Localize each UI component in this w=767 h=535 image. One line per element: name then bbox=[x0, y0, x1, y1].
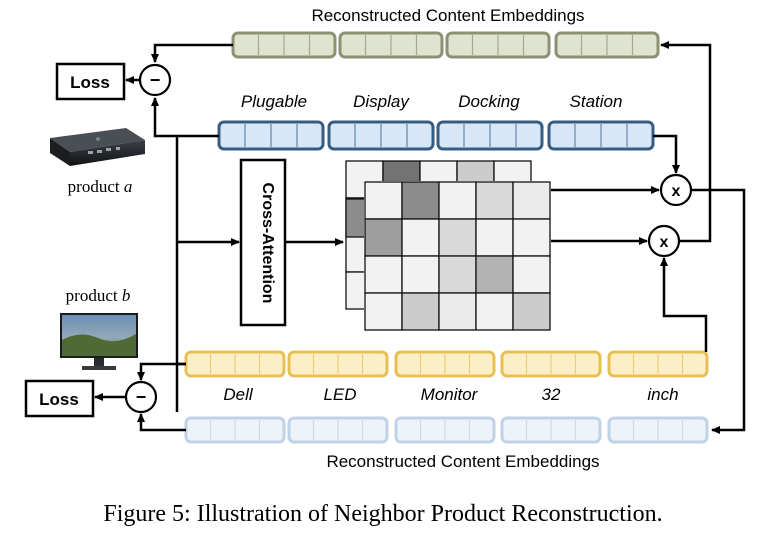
reconstructed-embedding-bottom bbox=[500, 416, 602, 444]
arrow-emb-b-to-multiply-bottom bbox=[660, 257, 708, 352]
top-heading: Reconstructed Content Embeddings bbox=[311, 6, 584, 25]
reconstructed-embedding-top bbox=[445, 31, 551, 59]
attention-cell bbox=[438, 218, 477, 257]
token-embedding-a bbox=[217, 120, 325, 151]
attention-matrix-front-sheet bbox=[364, 181, 551, 331]
reconstructed-embedding-top bbox=[231, 31, 337, 59]
times-symbol-bottom: x bbox=[660, 234, 669, 251]
token-embedding-b bbox=[607, 350, 709, 378]
minus-operator-bottom: − bbox=[124, 380, 158, 414]
arrow-multiply-bottom-to-recon-top bbox=[660, 41, 712, 243]
reconstructed-embedding-bottom bbox=[287, 416, 389, 444]
docking-station-image bbox=[50, 128, 145, 166]
attention-cell bbox=[364, 181, 403, 220]
token-label-a: Docking bbox=[458, 92, 520, 111]
loss-box-top: Loss bbox=[55, 62, 126, 101]
attention-cell bbox=[401, 181, 440, 220]
token-label-a: Station bbox=[570, 92, 623, 111]
product-a-token-labels: Plugable Display Docking Station bbox=[241, 92, 623, 111]
token-label-a: Plugable bbox=[241, 92, 307, 111]
attention-cell bbox=[512, 181, 551, 220]
token-label-b: inch bbox=[647, 385, 678, 404]
reconstructed-embedding-top bbox=[554, 31, 660, 59]
token-embedding-b bbox=[184, 350, 286, 378]
attention-cell bbox=[364, 292, 403, 331]
token-embedding-a bbox=[327, 120, 435, 151]
token-label-a: Display bbox=[353, 92, 410, 111]
attention-cell bbox=[512, 218, 551, 257]
attention-cell bbox=[438, 181, 477, 220]
reconstructed-embedding-bottom bbox=[394, 416, 496, 444]
attention-cell bbox=[438, 255, 477, 294]
attention-cell bbox=[512, 255, 551, 294]
attention-cell bbox=[475, 181, 514, 220]
attention-cell bbox=[438, 292, 477, 331]
reconstructed-embedding-top bbox=[338, 31, 444, 59]
loss-label-top: Loss bbox=[70, 73, 110, 92]
token-embedding-b bbox=[500, 350, 602, 378]
product-b-token-labels: Dell LED Monitor 32 inch bbox=[223, 385, 678, 404]
arrow-recon-top-to-minus bbox=[151, 43, 233, 63]
token-label-b: Monitor bbox=[421, 385, 479, 404]
attention-cell bbox=[401, 292, 440, 331]
arrow-emb-a-to-multiply-top bbox=[653, 134, 680, 174]
attention-cell bbox=[512, 292, 551, 331]
reconstructed-embedding-bottom bbox=[607, 416, 709, 444]
minus-operator-top: − bbox=[138, 63, 172, 97]
figure-caption: Figure 5: Illustration of Neighbor Produ… bbox=[103, 501, 662, 527]
attention-cell-back bbox=[345, 198, 367, 238]
token-embedding-a bbox=[436, 120, 544, 151]
arrow-recon-bottom-to-minus bbox=[137, 413, 186, 432]
product-a-token-embeddings bbox=[217, 120, 655, 151]
product-a-label: product a bbox=[68, 177, 133, 196]
token-label-b: 32 bbox=[542, 385, 561, 404]
arrow-emb-b-to-minus bbox=[137, 362, 186, 381]
connector-lines bbox=[94, 41, 746, 434]
times-symbol-top: x bbox=[672, 183, 681, 200]
attention-cell bbox=[364, 255, 403, 294]
attention-matrix bbox=[345, 160, 551, 331]
arrow-multiply-top-to-recon-bottom bbox=[691, 188, 746, 434]
attention-cell bbox=[401, 218, 440, 257]
token-label-b: LED bbox=[323, 385, 356, 404]
attention-cell bbox=[364, 218, 403, 257]
multiply-operator-top: x bbox=[659, 173, 693, 207]
cross-attention-block: Cross-Attention bbox=[239, 158, 287, 327]
attention-cell bbox=[475, 292, 514, 331]
product-b-token-embeddings bbox=[184, 350, 709, 378]
product-b-label: product b bbox=[66, 286, 131, 305]
arrow-emb-a-to-minus bbox=[151, 97, 219, 138]
loss-label-bottom: Loss bbox=[39, 390, 79, 409]
multiply-operator-bottom: x bbox=[647, 224, 681, 258]
attention-cell bbox=[475, 218, 514, 257]
minus-symbol-top: − bbox=[150, 70, 161, 90]
bottom-heading: Reconstructed Content Embeddings bbox=[326, 452, 599, 471]
cross-attention-label: Cross-Attention bbox=[259, 183, 276, 304]
token-embedding-a bbox=[547, 120, 655, 151]
token-embedding-b bbox=[287, 350, 389, 378]
attention-cell bbox=[475, 255, 514, 294]
loss-box-bottom: Loss bbox=[24, 379, 95, 418]
attention-cell bbox=[401, 255, 440, 294]
reconstructed-embedding-bottom bbox=[184, 416, 286, 444]
minus-symbol-bottom: − bbox=[136, 387, 147, 407]
token-label-b: Dell bbox=[223, 385, 254, 404]
token-embedding-b bbox=[394, 350, 496, 378]
reconstructed-embeddings-top bbox=[231, 31, 660, 59]
monitor-image bbox=[60, 313, 138, 370]
reconstructed-embeddings-bottom bbox=[184, 416, 709, 444]
